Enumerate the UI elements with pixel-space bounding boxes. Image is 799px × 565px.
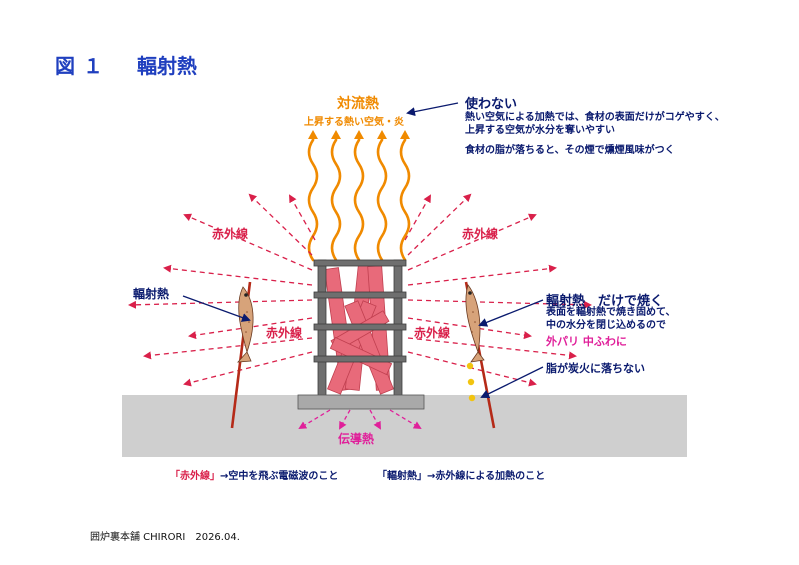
radiant-label-left: 輻射熱	[133, 287, 170, 301]
convection-title: 対流熱	[337, 96, 379, 112]
fat-note: 脂が炭火に落ちない	[546, 362, 645, 375]
definition-infrared-text: →空中を飛ぶ電磁波のこと	[220, 471, 339, 482]
convection-flames	[307, 130, 411, 262]
fat-drops-icon	[466, 362, 476, 402]
radiant-right-note: 表面を輻射熱で焼き固めて、 中の水分を閉じ込めるので	[546, 306, 676, 332]
infrared-label-top-left: 赤外線	[212, 227, 249, 241]
definition-radiant-term: 「輻射熱」	[377, 471, 427, 482]
conduction-label: 伝導熱	[338, 432, 375, 446]
stove-frame	[313, 259, 407, 398]
convection-note-line2: 上昇する空気が水分を奪いやすい	[465, 125, 615, 136]
convection-note-line1: 熱い空気による加熱では、食材の表面だけがコゲやすく、	[465, 112, 725, 123]
radiant-right-line1: 表面を輻射熱で焼き固めて、	[546, 307, 676, 318]
figure-number: １	[83, 54, 103, 78]
smoke-note: 食材の脂が落ちると、その煙で燻煙風味がつく	[465, 145, 675, 156]
convection-verdict: 使わない	[465, 97, 518, 112]
definition-radiant-text: →赤外線による加熱のこと	[427, 471, 546, 482]
figure-name: 輻射熱	[137, 54, 197, 78]
conduction-arrows	[298, 409, 422, 430]
pointer-arrows	[182, 102, 544, 398]
stove-base	[297, 394, 425, 410]
radiant-right-title: 輻射熱 だけで焼く	[546, 294, 664, 309]
convection-note: 熱い空気による加熱では、食材の表面だけがコゲやすく、 上昇する空気が水分を奪いや…	[465, 111, 725, 137]
convection-subtitle: 上昇する熱い空気・炎	[304, 117, 404, 128]
footer-credit: 囲炉裏本舗 CHIRORI 2026.04.	[90, 532, 240, 543]
definition-radiant: 「輻射熱」→赤外線による加熱のこと	[377, 467, 545, 482]
infrared-label-top-right: 赤外線	[462, 227, 499, 241]
radiant-right-highlight: 外パリ 中ふわに	[546, 335, 627, 348]
infrared-label-mid-right: 赤外線	[414, 326, 451, 340]
definition-infrared: 「赤外線」→空中を飛ぶ電磁波のこと	[170, 467, 338, 482]
fish-right-icon	[464, 281, 496, 429]
definition-infrared-term: 「赤外線」	[170, 471, 220, 482]
radiant-right-line2: 中の水分を閉じ込めるので	[546, 320, 666, 331]
infrared-label-mid-left: 赤外線	[266, 326, 303, 340]
figure-label: 図	[55, 54, 75, 78]
